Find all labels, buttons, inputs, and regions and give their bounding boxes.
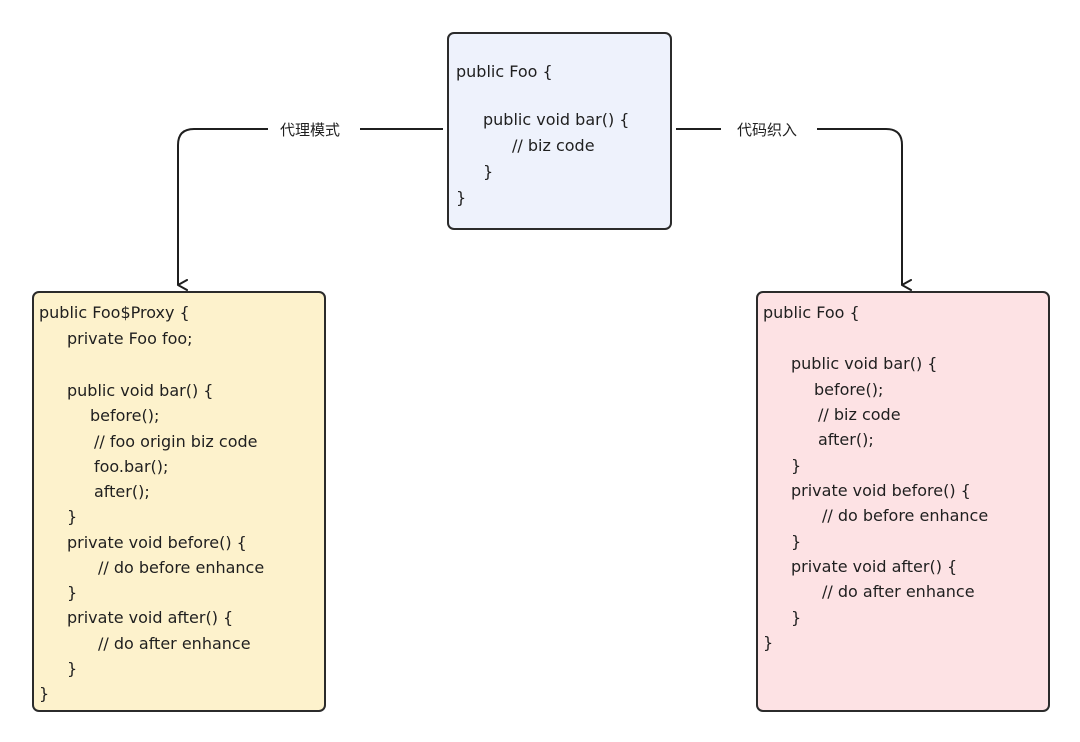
code-line: public void bar() { (67, 381, 214, 400)
code-line: after(); (818, 430, 874, 449)
code-line: public void bar() { (483, 110, 630, 129)
edge-label-proxy-pattern: 代理模式 (280, 121, 341, 139)
code-line: // do before enhance (822, 506, 989, 525)
code-line: } (67, 507, 78, 526)
code-line: private void before() { (791, 481, 971, 500)
code-line: // do before enhance (98, 558, 265, 577)
code-line: } (67, 659, 78, 678)
code-line: } (456, 188, 467, 207)
code-line: } (39, 684, 50, 703)
code-line: public Foo { (763, 303, 860, 322)
code-line: } (483, 162, 494, 181)
code-line: // biz code (818, 405, 901, 424)
edge-label-code-weaving: 代码织入 (737, 121, 798, 139)
code-line: foo.bar(); (94, 457, 169, 476)
code-line: after(); (94, 482, 150, 501)
code-line: } (763, 633, 774, 652)
code-line: before(); (814, 380, 884, 399)
code-line: // do after enhance (98, 634, 251, 653)
edge-weave-arrow (817, 128, 912, 291)
code-line: } (791, 608, 802, 627)
code-line: } (791, 456, 802, 475)
proxy-class-box: public Foo$Proxy { private Foo foo; publ… (32, 291, 326, 712)
code-line: before(); (90, 406, 160, 425)
code-line: // do after enhance (822, 582, 975, 601)
code-line: // foo origin biz code (94, 432, 258, 451)
edge-proxy-arrow (177, 128, 268, 291)
original-class-box: public Foo { public void bar() { // biz … (447, 32, 672, 230)
code-line: private void before() { (67, 533, 247, 552)
code-line: // biz code (512, 136, 595, 155)
code-line: public void bar() { (791, 354, 938, 373)
code-line: } (67, 583, 78, 602)
code-line: private void after() { (67, 608, 234, 627)
code-line: private Foo foo; (67, 329, 193, 348)
woven-class-box: public Foo { public void bar() { before(… (756, 291, 1050, 712)
code-line: } (791, 532, 802, 551)
code-line: private void after() { (791, 557, 958, 576)
code-line: public Foo { (456, 62, 553, 81)
code-line: public Foo$Proxy { (39, 303, 190, 322)
